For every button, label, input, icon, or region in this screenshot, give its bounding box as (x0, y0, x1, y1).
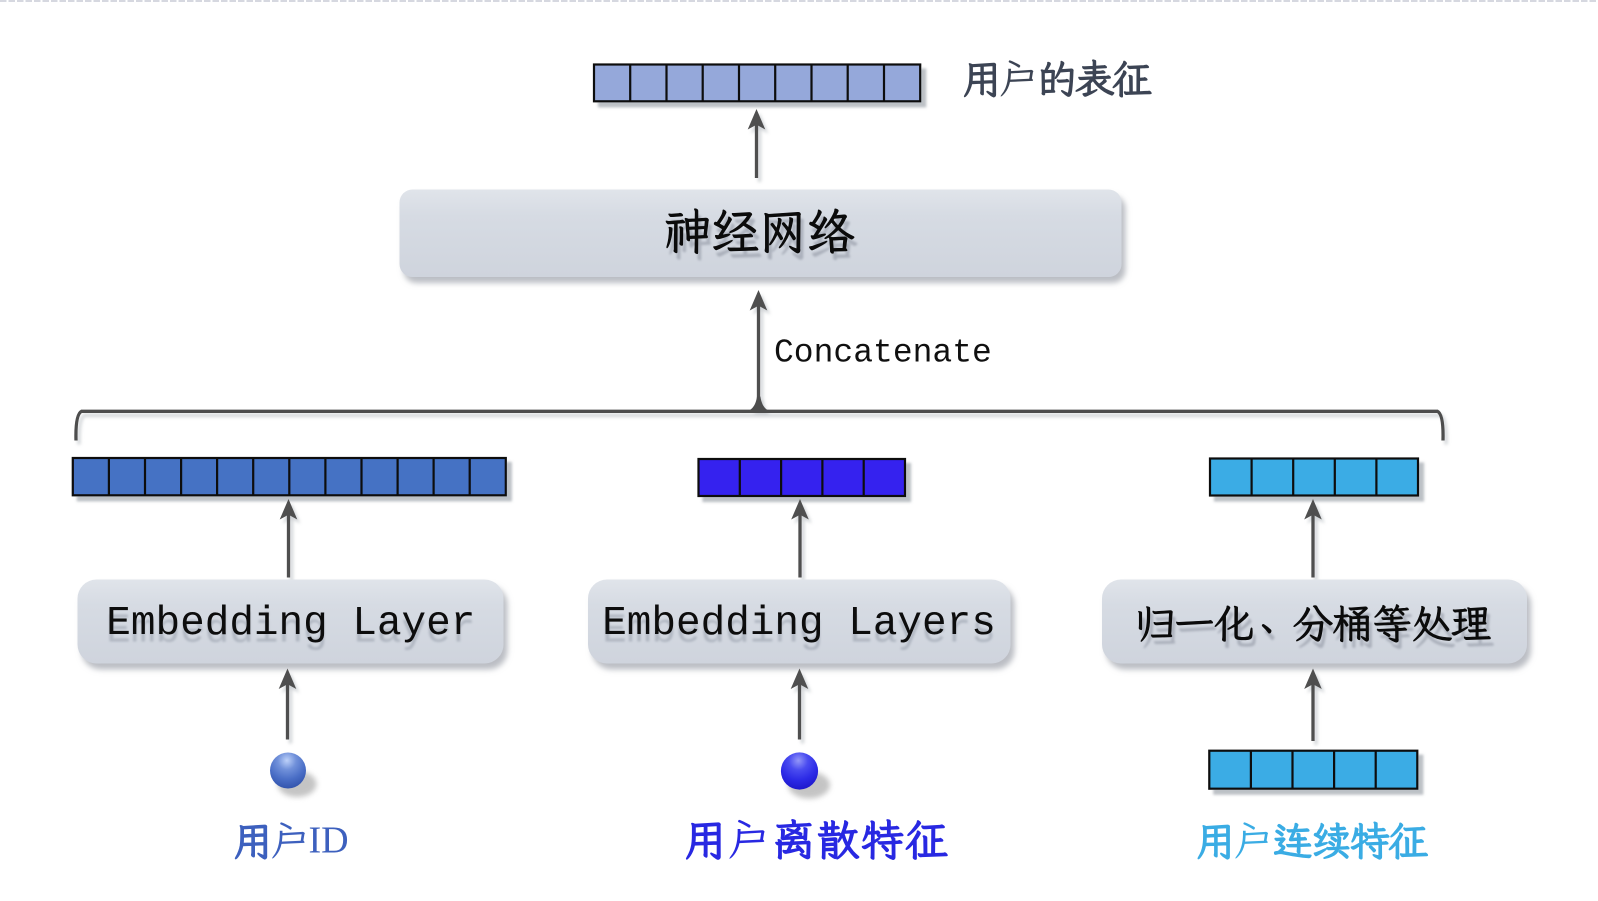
svg-text:Embedding Layers: Embedding Layers (602, 609, 996, 655)
svg-text:ID: ID (309, 820, 349, 862)
svg-text:Embedding Layer: Embedding Layer (106, 601, 475, 647)
svg-text:Embedding Layer: Embedding Layer (106, 609, 475, 655)
svg-text:Concatenate: Concatenate (774, 335, 992, 372)
svg-text:Embedding Layers: Embedding Layers (602, 601, 996, 647)
